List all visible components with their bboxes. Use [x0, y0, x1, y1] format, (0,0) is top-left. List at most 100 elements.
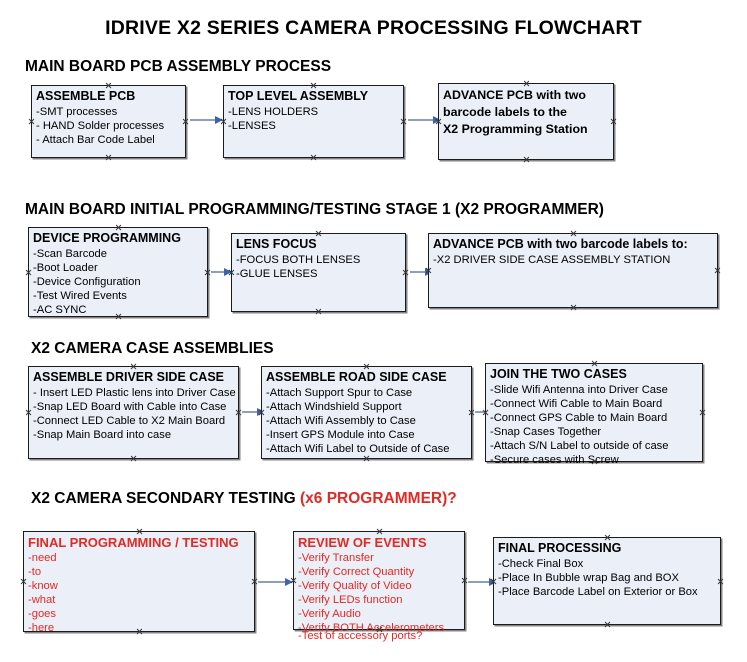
page-title: IDRIVE X2 SERIES CAMERA PROCESSING FLOWC… — [105, 17, 642, 39]
node-assemble-road-side-case[interactable]: ASSEMBLE ROAD SIDE CASE -Attach Support … — [261, 366, 472, 459]
node-title: JOIN THE TWO CASES — [490, 367, 627, 381]
node-line: -Verify LEDs function — [298, 594, 403, 606]
connection-handle-top — [363, 363, 370, 370]
node-line: - Insert LED Plastic lens into Driver Ca… — [33, 387, 236, 399]
node-lens-focus[interactable]: LENS FOCUS -FOCUS BOTH LENSES -GLUE LENS… — [231, 233, 406, 312]
node-review-of-events[interactable]: REVIEW OF EVENTS -Verify Transfer -Verif… — [293, 531, 468, 642]
node-line: -Attach Wifi Label to Outside of Case — [266, 443, 450, 455]
connection-handle-right — [610, 118, 617, 125]
connection-handle-right — [402, 269, 409, 276]
connection-handle-right — [714, 267, 721, 274]
node-title: TOP LEVEL ASSEMBLY — [228, 89, 369, 103]
node-line: -Verify Correct Quantity — [298, 566, 415, 578]
node-line: -Connect Wifi Cable to Main Board — [490, 398, 663, 410]
node-line: -know — [28, 580, 58, 592]
node-line: -X2 DRIVER SIDE CASE ASSEMBLY STATION — [433, 254, 671, 266]
node-line: -Check Final Box — [498, 558, 584, 570]
node-line: -Boot Loader — [33, 262, 98, 274]
node-line: -Snap Cases Together — [490, 426, 602, 438]
connection-handle-bottom — [523, 156, 530, 163]
connection-handle-bottom — [315, 308, 322, 315]
section-heading-2-text: MAIN BOARD INITIAL PROGRAMMING/TESTING S… — [25, 201, 604, 218]
connection-handle-bottom — [310, 154, 317, 161]
node-line: -Place In Bubble wrap Bag and BOX — [498, 572, 679, 584]
node-line: -Verify Quality of Video — [298, 580, 412, 592]
node-line: -Connect GPS Cable to Main Board — [490, 412, 668, 424]
connection-handle-right — [251, 578, 258, 585]
node-line: -Slide Wifi Antenna into Driver Case — [490, 384, 668, 396]
node-assemble-driver-side-case[interactable]: ASSEMBLE DRIVER SIDE CASE - Insert LED P… — [28, 366, 239, 459]
connection-handle-top — [310, 82, 317, 89]
connection-handle-bottom — [570, 304, 577, 311]
node-title: ASSEMBLE DRIVER SIDE CASE — [33, 370, 225, 384]
node-line: -Snap LED Board with Cable into Case — [33, 401, 227, 413]
node-device-programming[interactable]: DEVICE PROGRAMMING -Scan Barcode -Boot L… — [28, 227, 208, 317]
arrowhead-icon — [285, 577, 293, 586]
node-title: FINAL PROGRAMMING / TESTING — [28, 535, 239, 550]
node-line: -Attach Wifi Assembly to Case — [266, 415, 416, 427]
connector-arrow — [408, 115, 441, 124]
node-line: -Verify Audio — [298, 608, 361, 620]
section-heading-4-text: X2 CAMERA SECONDARY TESTING — [31, 490, 300, 507]
node-line: -Verify BOTH Accelerometers — [298, 622, 445, 634]
node-line: -Place Barcode Label on Exterior or Box — [498, 586, 698, 598]
node-line: -FOCUS BOTH LENSES — [236, 254, 361, 266]
node-line: -Scan Barcode — [33, 248, 108, 260]
node-line: -Connect LED Cable to X2 Main Board — [33, 415, 226, 427]
arrowhead-icon — [433, 115, 441, 124]
connection-handle-top — [591, 360, 598, 367]
node-line: -Secure cases with Screw — [490, 454, 619, 466]
node-overflow-line: -Test of accessory ports? — [298, 630, 423, 642]
connection-handle-top — [315, 230, 322, 237]
arrowhead-icon — [224, 267, 232, 276]
node-line: - HAND Solder processes — [36, 120, 165, 132]
node-line: -to — [28, 566, 42, 578]
node-final-processing[interactable]: FINAL PROCESSING -Check Final Box -Place… — [493, 537, 721, 625]
connection-handle-top — [570, 230, 577, 237]
connection-handle-top — [604, 534, 611, 541]
connection-handle-right — [699, 409, 706, 416]
connection-handle-right — [717, 578, 724, 585]
connection-handle-top — [130, 363, 137, 370]
connection-handle-right — [182, 118, 189, 125]
connection-handle-bottom — [130, 455, 137, 462]
section-heading-4: X2 CAMERA SECONDARY TESTING (x6 PROGRAMM… — [31, 490, 457, 508]
node-line: -LENSES — [228, 120, 276, 132]
node-title: ASSEMBLE ROAD SIDE CASE — [266, 370, 447, 384]
connection-handle-top — [105, 82, 112, 89]
connector-arrow — [258, 577, 293, 586]
connector-arrow — [190, 115, 223, 124]
node-line: X2 Programming Station — [443, 122, 588, 136]
connection-handle-top — [136, 528, 143, 535]
node-line: -Attach Support Spur to Case — [266, 387, 413, 399]
node-line: ADVANCE PCB with two — [443, 88, 586, 102]
connection-handle-top — [115, 224, 122, 231]
node-assemble-pcb[interactable]: ASSEMBLE PCB -SMT processes - HAND Solde… — [31, 85, 186, 158]
node-final-programming-testing[interactable]: FINAL PROGRAMMING / TESTING -need -to -k… — [23, 528, 258, 634]
section-heading-4-accent: (x6 PROGRAMMER)? — [300, 490, 457, 507]
node-title: FINAL PROCESSING — [498, 541, 622, 555]
node-title: ADVANCE PCB with two barcode labels to: — [433, 237, 688, 251]
connection-handle-right — [235, 409, 242, 416]
connection-handle-top — [523, 80, 530, 87]
node-join-the-two-cases[interactable]: JOIN THE TWO CASES -Slide Wifi Antenna i… — [485, 360, 706, 466]
node-top-level-assembly[interactable]: TOP LEVEL ASSEMBLY -LENS HOLDERS -LENSES — [223, 85, 404, 158]
connector-arrow — [468, 577, 497, 586]
connector-arrow — [211, 267, 232, 276]
node-line: -Attach S/N Label to outside of case — [490, 440, 669, 452]
node-line: barcode labels to the — [443, 105, 567, 119]
node-advance-pcb-to-programming-station[interactable]: ADVANCE PCB with two barcode labels to t… — [438, 83, 614, 160]
node-line: -LENS HOLDERS — [228, 106, 319, 118]
node-line: -Device Configuration — [33, 276, 141, 288]
section-heading-3: X2 CAMERA CASE ASSEMBLIES — [31, 340, 274, 358]
node-line: -goes — [28, 608, 56, 620]
section-heading-1-text: MAIN BOARD PCB ASSEMBLY PROCESS — [25, 58, 332, 75]
connection-handle-right — [400, 118, 407, 125]
connection-handle-left — [28, 118, 35, 125]
node-line: -what — [28, 594, 56, 606]
node-title: DEVICE PROGRAMMING — [33, 231, 181, 245]
connection-handle-right — [461, 577, 468, 584]
section-heading-1: MAIN BOARD PCB ASSEMBLY PROCESS — [25, 58, 331, 76]
node-advance-pcb-to-driver-side-case[interactable]: ADVANCE PCB with two barcode labels to: … — [428, 233, 718, 308]
